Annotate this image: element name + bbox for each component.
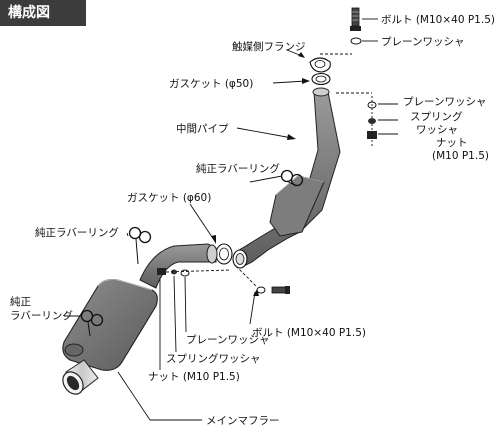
mid-pipe-flange <box>232 249 248 269</box>
tail-tip-part <box>62 359 99 395</box>
label-mid-pipe: 中間パイプ <box>176 122 229 135</box>
mid-pipe-part <box>235 87 341 267</box>
label-plain-washer-top: プレーンワッシャ <box>381 36 464 48</box>
label-gasket-50: ガスケット (φ50) <box>169 78 253 90</box>
gasket-60-part <box>215 243 233 265</box>
label-catalyst-flange: 触媒側フランジ <box>232 40 306 53</box>
label-rubber-ring-muffler-1: 純正 <box>10 295 31 308</box>
label-rubber-ring-left: 純正ラバーリング <box>35 226 119 239</box>
gasket-50-part <box>311 72 331 86</box>
main-muffler-part <box>62 279 158 371</box>
label-spring-washer-bottom: スプリングワッシャ <box>166 352 261 365</box>
label-plain-washer-bottom: プレーンワッシャ <box>186 334 269 346</box>
label-gasket-60: ガスケット (φ60) <box>127 192 211 204</box>
label-bolt-top: ボルト (M10×40 P1.5) <box>381 14 495 26</box>
plain-washer-top-part <box>350 37 362 45</box>
plain-washer-bottom2-part <box>256 286 266 294</box>
label-rubber-ring-muffler-2: ラバーリング <box>10 309 73 322</box>
label-spring-washer-right-1: スプリング <box>410 110 463 123</box>
nut-right-part <box>367 131 377 139</box>
label-main-muffler: メインマフラー <box>206 415 280 427</box>
label-nut-right: ナット <box>436 137 468 149</box>
bolt-top-part <box>350 7 361 31</box>
page-title: 構成図 <box>0 0 86 26</box>
label-bolt-bottom: ボルト (M10×40 P1.5) <box>252 327 366 339</box>
tail-pipe-part <box>139 243 218 289</box>
label-rubber-ring-mid: 純正ラバーリング <box>196 162 280 175</box>
label-spring-washer-right-2: ワッシャ <box>416 124 458 136</box>
label-nut-bottom: ナット (M10 P1.5) <box>148 371 240 383</box>
rubber-ring-left-part <box>128 226 152 265</box>
nut-bottom-part <box>157 268 166 275</box>
label-nut-right-spec: (M10 P1.5) <box>432 150 489 162</box>
label-plain-washer-right: プレーンワッシャ <box>403 96 486 108</box>
catalyst-flange-part <box>309 57 331 73</box>
bolt-bottom-part <box>271 286 290 294</box>
